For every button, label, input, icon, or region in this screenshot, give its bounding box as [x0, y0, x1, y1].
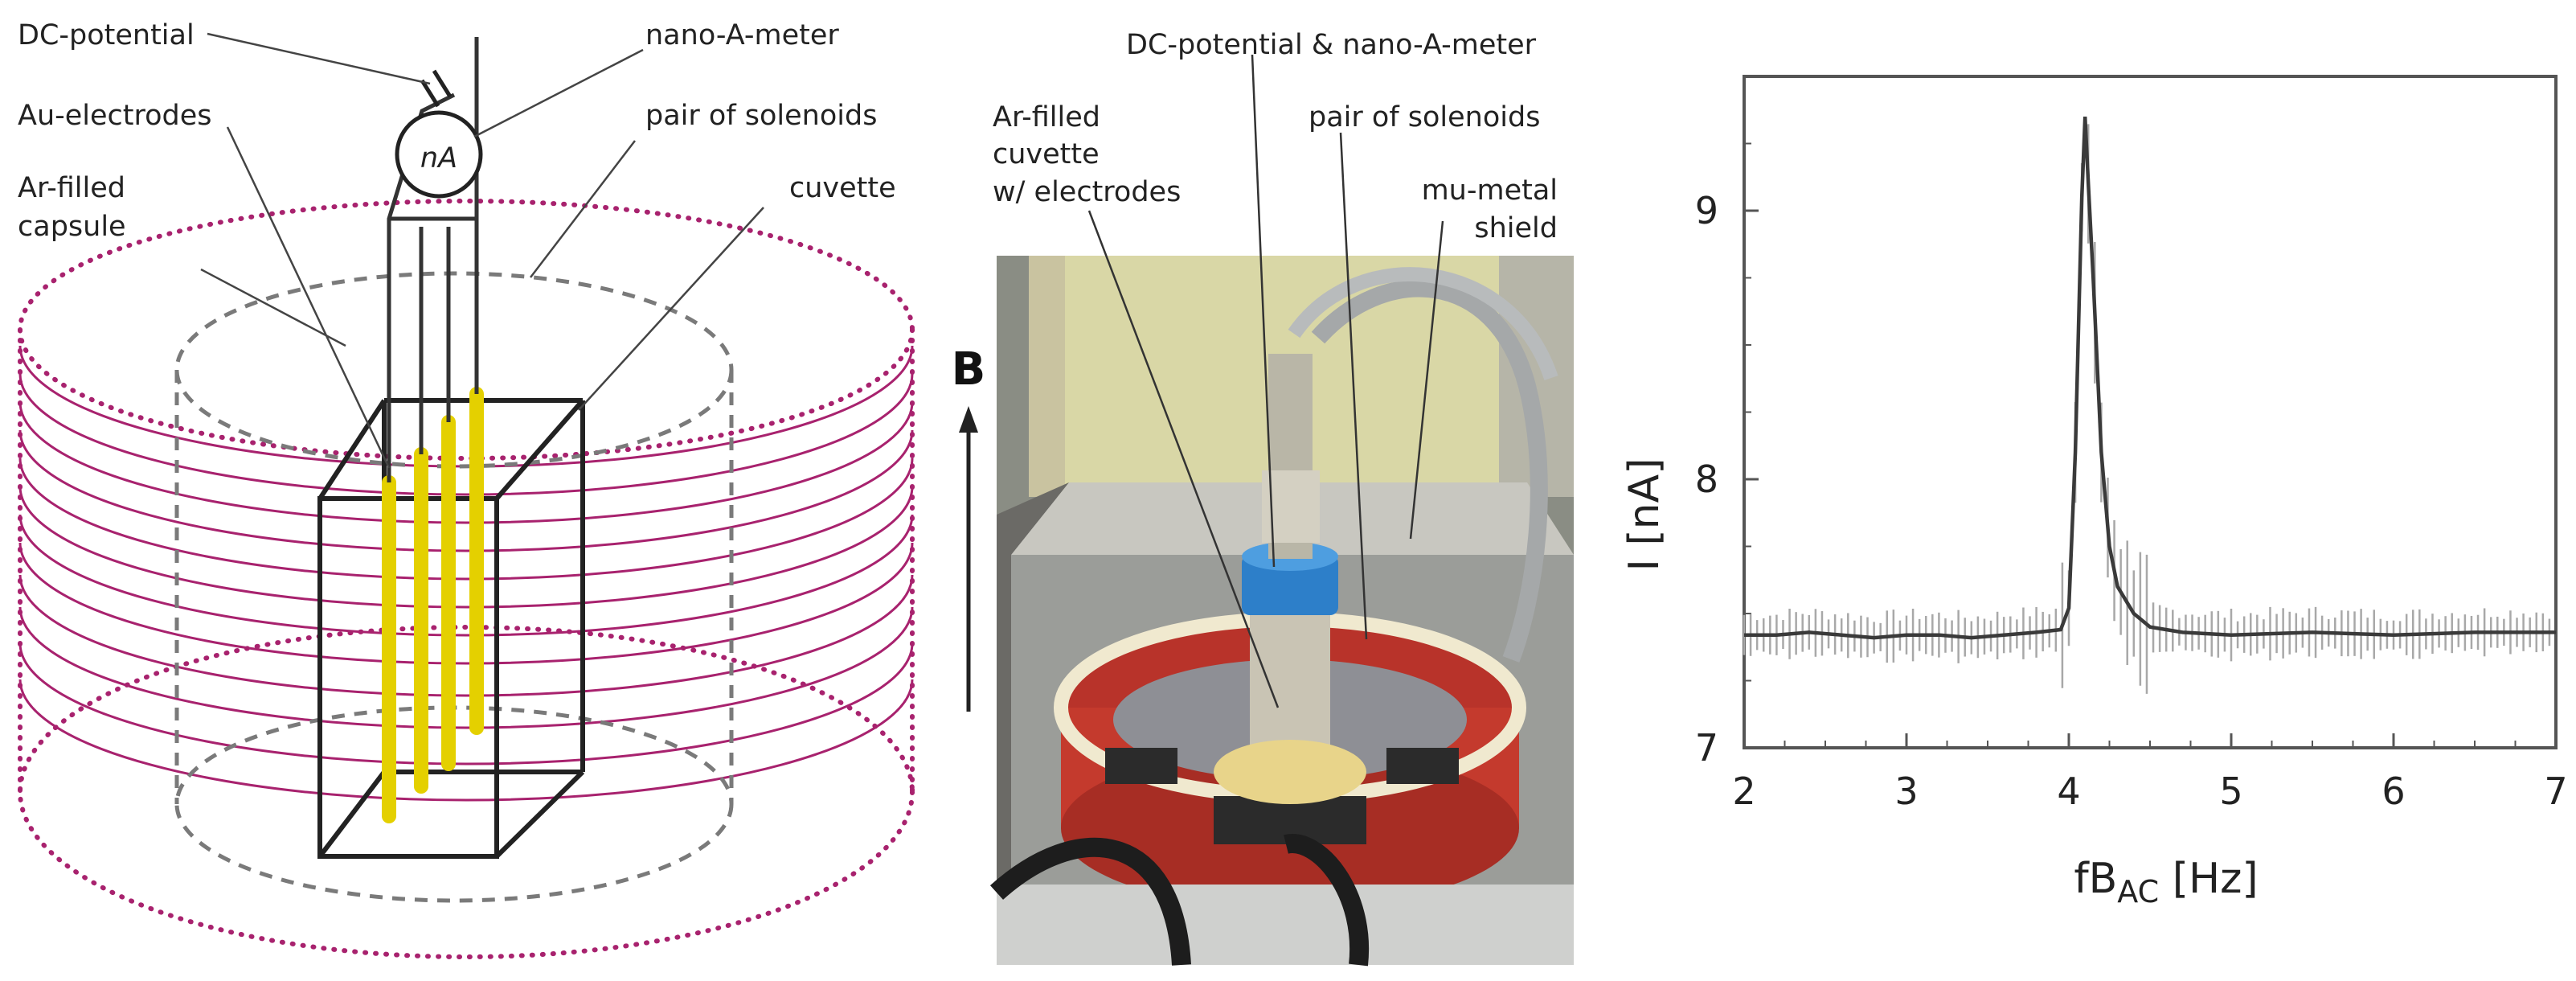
photo-panel: B — [952, 29, 1574, 967]
ammeter-label: nA — [420, 142, 457, 174]
y-tick-label: 7 — [1695, 726, 1718, 770]
label-photo-pair-of-solenoids: pair of solenoids — [1308, 101, 1540, 133]
ammeter-symbol — [395, 110, 483, 199]
y-axis-label: I [nA] — [1620, 458, 1669, 572]
label-au-electrodes: Au-electrodes — [18, 100, 212, 132]
solenoid-windings — [18, 345, 914, 802]
solenoid-top-ring — [18, 199, 915, 461]
x-tick-label: 2 — [1732, 770, 1755, 813]
label-ar-cuvette-line1: Ar-filled — [993, 101, 1100, 133]
label-cuvette: cuvette — [789, 172, 896, 204]
apparatus-photo — [989, 256, 1574, 967]
solenoid-winding — [18, 542, 914, 665]
schematic-panel: nA DC-potential nano-A-meter Au-electrod… — [18, 19, 915, 959]
label-nano-a-meter: nano-A-meter — [645, 19, 839, 51]
solenoid-winding — [18, 606, 914, 729]
label-ar-filled-capsule-line2: capsule — [18, 211, 126, 243]
wires — [387, 37, 479, 482]
y-tick-label: 8 — [1695, 458, 1718, 501]
label-ar-filled-capsule-line1: Ar-filled — [18, 172, 125, 204]
label-pair-of-solenoids: pair of solenoids — [645, 100, 877, 132]
x-tick-label: 5 — [2219, 770, 2242, 813]
b-field-arrow — [959, 406, 978, 712]
solenoid-winding — [18, 679, 914, 802]
x-tick-label: 6 — [2381, 770, 2405, 813]
b-field-label: B — [952, 343, 986, 396]
solenoid-winding — [18, 345, 914, 468]
schematic-leader-lines — [200, 32, 764, 469]
photo-leader-lines — [1087, 54, 1444, 708]
label-ar-cuvette-line2: cuvette — [993, 138, 1100, 170]
y-tick-label: 9 — [1695, 189, 1718, 232]
solenoid-winding — [18, 401, 914, 524]
solenoid-winding — [18, 574, 914, 697]
label-dc-potential: DC-potential — [18, 19, 195, 51]
label-mu-metal-line2: shield — [1474, 212, 1558, 244]
au-electrodes — [382, 387, 484, 823]
solenoid-winding — [18, 458, 914, 581]
label-ar-cuvette-line3: w/ electrodes — [993, 176, 1181, 208]
current-series-line — [1744, 116, 2556, 640]
solenoid-winding — [18, 486, 914, 609]
x-tick-label: 3 — [1894, 770, 1918, 813]
chart-error-bars — [1743, 124, 2551, 694]
label-mu-metal-line1: mu-metal — [1422, 174, 1558, 207]
x-tick-label: 4 — [2057, 770, 2080, 813]
chart-axes: 2 3 4 5 6 7 7 8 9 — [1695, 76, 2568, 813]
resonance-chart: 2 3 4 5 6 7 7 8 9 I [nA] fBAC [Hz] — [1620, 75, 2568, 909]
x-axis-label: fBAC [Hz] — [2074, 855, 2258, 909]
battery-symbol — [420, 69, 453, 108]
solenoid-bottom-ring — [18, 625, 915, 959]
x-tick-label: 7 — [2544, 770, 2567, 813]
label-dc-potential-and-meter: DC-potential & nano-A-meter — [1126, 29, 1537, 61]
chart-series — [1743, 116, 2557, 640]
solenoid-winding — [18, 642, 914, 766]
solenoid-winding — [18, 429, 914, 552]
solenoid-winding — [18, 514, 914, 637]
plot-frame — [1743, 75, 2558, 749]
solenoid-winding — [18, 373, 914, 496]
